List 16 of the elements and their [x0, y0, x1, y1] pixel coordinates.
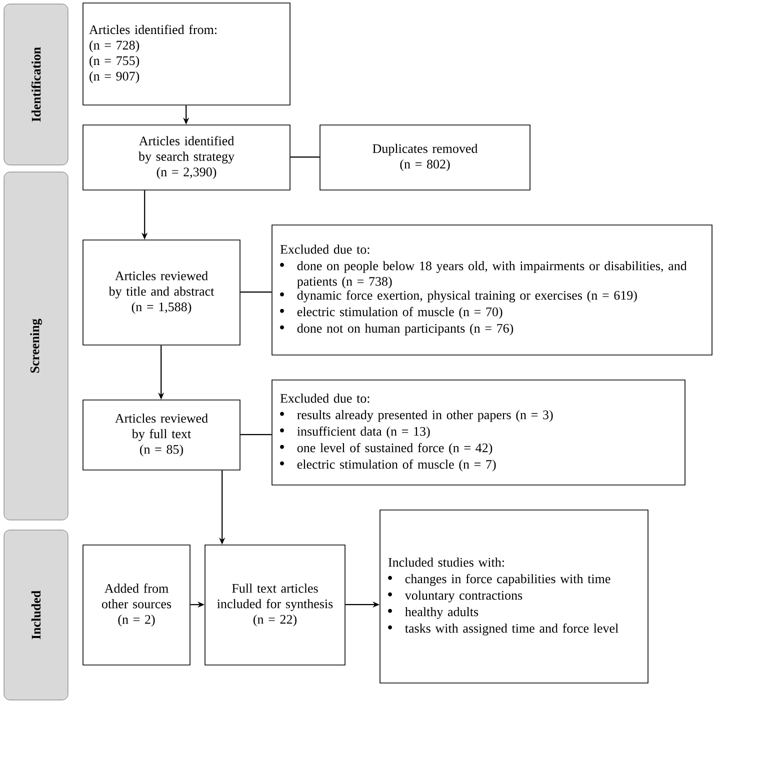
- process-box: Articles identified from: (n = 728) (n = 755) (n = 907): [82, 2, 290, 106]
- stage-label-box: Identification: [4, 4, 68, 166]
- exclusion-box: Included studies with: changes in force capabilities with time voluntary contractions healthy adults tasks with assigned time and force level: [380, 510, 648, 684]
- process-box: Articles identified by search strategy (n = 2,390): [82, 124, 290, 190]
- process-box: Duplicates removed (n = 802): [320, 124, 530, 190]
- connector-line: [240, 434, 272, 436]
- stage-label-box: Screening: [4, 172, 68, 520]
- process-box: Added from other sources (n = 2): [82, 544, 190, 666]
- connector-line: [290, 156, 320, 158]
- process-box: Full text articles included for synthesis (n = 22): [204, 544, 346, 666]
- process-box: Articles reviewed by title and abstract (n = 1,588): [82, 240, 240, 346]
- exclusion-box: Excluded due to: results already presented in other papers (n = 3) insufficient data (n = 13) one level of sustained force (n = 42) electric stimulation of muscle (n = 7): [272, 380, 686, 486]
- connector-line: [240, 292, 272, 293]
- stage-label-box: Included: [4, 530, 68, 700]
- exclusion-box: Excluded due to: done on people below 18 years old, with impairments or disabilities, and patients (n = 738) dynamic force exertion, physical training or exercises (n = 619) electric stimulation of muscle (n = 70) done not on human participants (n = 76): [272, 224, 712, 356]
- process-box: Articles reviewed by full text (n = 85): [82, 400, 240, 470]
